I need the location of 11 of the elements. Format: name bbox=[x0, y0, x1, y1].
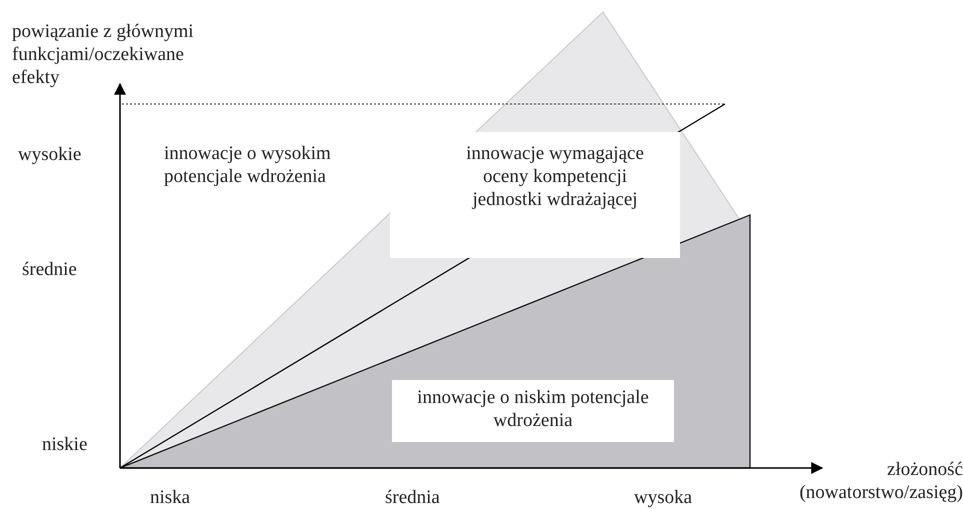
axis-tick-label: niskie bbox=[42, 433, 88, 456]
axis-tick-label: wysokie bbox=[18, 143, 82, 166]
axis-tick-label: średnia bbox=[385, 486, 441, 509]
axis-title: powiązanie z głównymi funkcjami/oczekiwane efekty bbox=[12, 20, 195, 89]
region-label: innowacje o wysokim potencjale wdrożenia bbox=[160, 140, 388, 190]
region-label: innowacje o niskim potencjale wdrożenia bbox=[392, 380, 674, 442]
axis-tick-label: niska bbox=[150, 486, 192, 509]
region-label: innowacje wymagające oceny kompetencji jednostki wdrażającej bbox=[390, 132, 680, 258]
axis-tick-label: wysoka bbox=[634, 486, 694, 509]
axis-tick-label: średnie bbox=[22, 258, 78, 281]
axis-title: złożoność (nowatorstwo/zasięg) bbox=[798, 458, 963, 504]
